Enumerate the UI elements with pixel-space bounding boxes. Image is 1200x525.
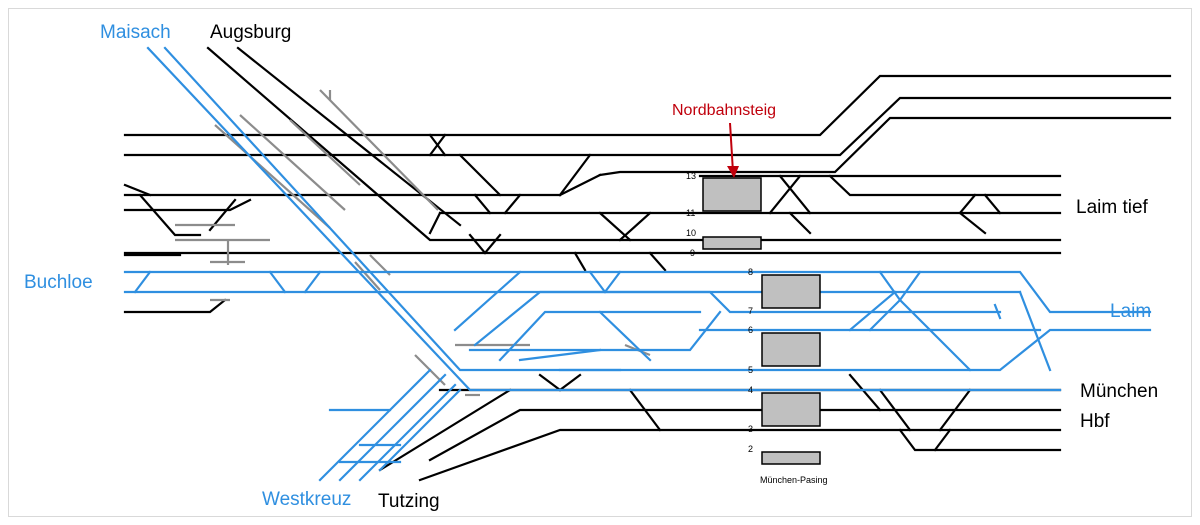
platforms <box>702 177 821 465</box>
track-5: 5 <box>748 365 753 375</box>
label-buchloe: Buchloe <box>24 272 93 293</box>
track-numbers: 13 11 10 9 8 7 6 5 4 3 2 <box>686 171 753 454</box>
label-tutzing: Tutzing <box>378 491 440 512</box>
label-hbf: Hbf <box>1080 411 1110 432</box>
label-augsburg: Augsburg <box>210 22 291 43</box>
platform-2 <box>761 451 821 465</box>
track-13: 13 <box>686 171 696 181</box>
label-westkreuz: Westkreuz <box>262 489 351 510</box>
track-7: 7 <box>748 306 753 316</box>
track-11: 11 <box>686 208 695 218</box>
track-10: 10 <box>686 228 696 238</box>
track-6: 6 <box>748 325 753 335</box>
nordbahnsteig-annotation: Nordbahnsteig <box>672 102 776 178</box>
diagram-frame <box>8 8 1192 517</box>
platform-10-9 <box>702 236 762 250</box>
track-4: 4 <box>748 385 753 395</box>
track-2: 2 <box>748 444 753 454</box>
track-3: 3 <box>748 424 753 434</box>
platform-13-11 <box>702 177 762 212</box>
platform-8-7 <box>761 274 821 309</box>
platform-6-5 <box>761 332 821 367</box>
label-laim: Laim <box>1110 301 1151 322</box>
label-nordbahnsteig: Nordbahnsteig <box>672 102 776 119</box>
label-laim-tief: Laim tief <box>1076 197 1149 218</box>
track-9: 9 <box>690 248 695 258</box>
label-maisach: Maisach <box>100 22 171 43</box>
label-station: München-Pasing <box>760 475 828 485</box>
black-tracks <box>123 46 1172 482</box>
blue-tracks <box>123 46 1152 482</box>
label-muenchen: München <box>1080 381 1158 402</box>
labels: Maisach Augsburg Laim tief Buchloe Laim … <box>24 22 1158 512</box>
track-8: 8 <box>748 267 753 277</box>
platform-4-3 <box>761 392 821 427</box>
